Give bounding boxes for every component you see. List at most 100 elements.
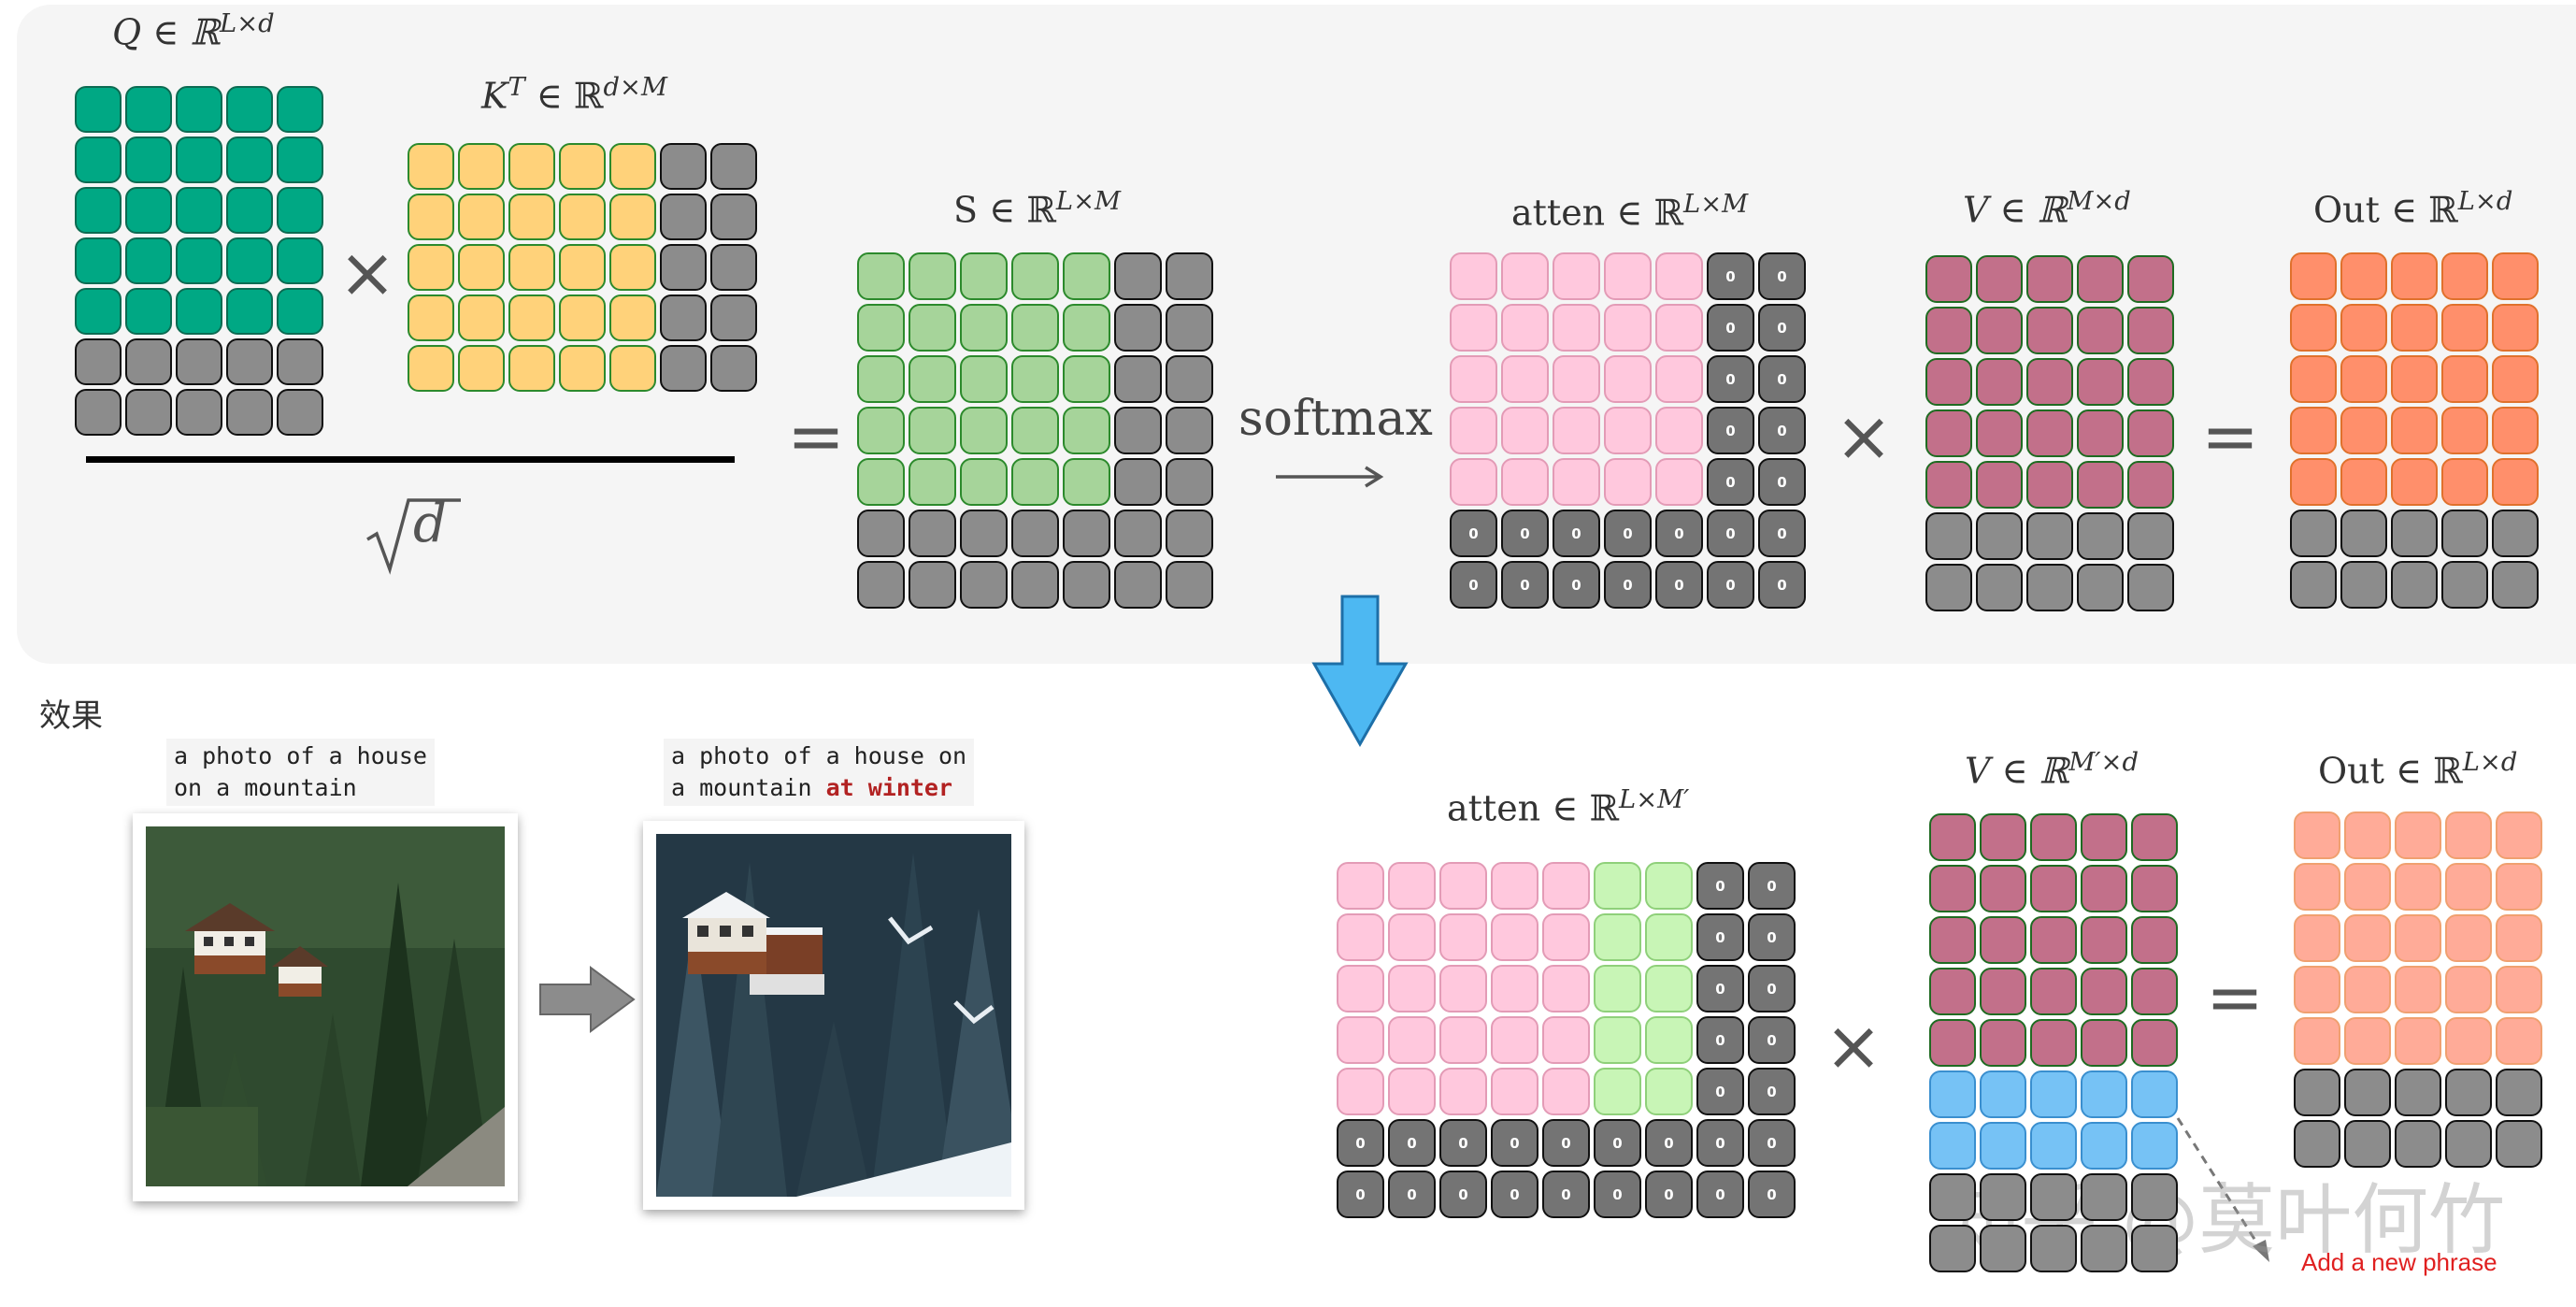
- matrix-cell: [1439, 862, 1487, 910]
- matrix-cell: [2026, 564, 2073, 611]
- matrix-cell: [1980, 1173, 2026, 1221]
- times-operator: ×: [1825, 1006, 1883, 1086]
- matrix-cell: [1114, 510, 1162, 557]
- matrix-cell: [176, 237, 222, 284]
- matrix-cell: [960, 355, 1008, 403]
- matrix-cell: [458, 143, 505, 190]
- matrix-cell: [1063, 252, 1110, 300]
- matrix-cell: [1542, 1016, 1590, 1064]
- matrix-cell: [1594, 913, 1641, 961]
- matrix-cell: 0: [1758, 458, 1806, 506]
- matrix-cell: [2344, 1120, 2391, 1168]
- matrix-cell: [2294, 863, 2340, 911]
- matrix-cell: [277, 338, 323, 385]
- matrix-cell: [2081, 968, 2127, 1015]
- matrix-cell: [2030, 1173, 2077, 1221]
- matrix-cell: [2077, 409, 2124, 457]
- matrix-cell: 0: [1758, 561, 1806, 609]
- matrix-cell: [1980, 1122, 2026, 1170]
- matrix-cell: [1011, 561, 1059, 609]
- matrix-cell: [226, 136, 273, 183]
- matrix-cell: [2395, 966, 2441, 1013]
- matrix-cell: [2445, 811, 2492, 859]
- matrix-cell: 0: [1450, 510, 1497, 557]
- matrix-cell: [710, 345, 757, 392]
- effect-title: 效果: [39, 697, 103, 735]
- q-label: Q ∈ ℝL×d: [112, 9, 275, 53]
- matrix-cell: [2290, 561, 2337, 609]
- matrix-cell: [2131, 916, 2178, 964]
- matrix-cell: [2395, 811, 2441, 859]
- v-label: V ∈ ℝM×d: [1963, 187, 2131, 231]
- matrix-cell: [408, 294, 454, 341]
- matrix-cell: [2081, 1019, 2127, 1067]
- matrix-cell: [559, 294, 606, 341]
- matrix-cell: 0: [1748, 1171, 1796, 1218]
- matrix-cell: [1501, 252, 1549, 300]
- matrix-cell: [1063, 561, 1110, 609]
- matrix-cell: 0: [1491, 1119, 1538, 1167]
- matrix-cell: [1655, 407, 1703, 454]
- matrix-cell: [2496, 914, 2542, 962]
- matrix-cell: [2131, 813, 2178, 861]
- matrix-cell: [960, 561, 1008, 609]
- matrix-cell: 0: [1604, 510, 1652, 557]
- matrix-cell: [2445, 863, 2492, 911]
- matrix-cell: [1114, 407, 1162, 454]
- matrix-cell: [1925, 255, 1972, 303]
- matrix-cell: [1655, 304, 1703, 352]
- matrix-cell: [1450, 458, 1497, 506]
- matrix-cell: [1980, 1225, 2026, 1272]
- matrix-cell: 0: [1337, 1171, 1384, 1218]
- matrix-cell: [2081, 865, 2127, 912]
- matrix-cell: [1337, 1068, 1384, 1115]
- matrix-cell: [2026, 512, 2073, 560]
- matrix-cell: [1655, 355, 1703, 403]
- matrix-cell: [1388, 1068, 1436, 1115]
- matrix-cell: [226, 237, 273, 284]
- matrix-cell: [2077, 307, 2124, 354]
- caption-after: a photo of a house on a mountain at wint…: [664, 739, 975, 806]
- matrix-cell: [1439, 1016, 1487, 1064]
- matrix-cell: [1011, 304, 1059, 352]
- caption-before: a photo of a house on a mountain: [166, 739, 435, 806]
- matrix-cell: [1976, 409, 2023, 457]
- matrix-cell: 0: [1439, 1119, 1487, 1167]
- matrix-cell: [1980, 865, 2026, 912]
- matrix-cell: [1450, 252, 1497, 300]
- matrix-cell: [176, 389, 222, 436]
- matrix-cell: [1553, 252, 1600, 300]
- matrix-cell: [1491, 965, 1538, 1013]
- matrix-cell: [2127, 307, 2174, 354]
- matrix-cell: [2445, 1120, 2492, 1168]
- matrix-cell: [2026, 358, 2073, 406]
- matrix-cell: 0: [1542, 1171, 1590, 1218]
- matrix-cell: [1011, 355, 1059, 403]
- matrix-cell: [2492, 510, 2539, 557]
- matrix-cell: [2391, 561, 2438, 609]
- matrix-cell: [1542, 913, 1590, 961]
- matrix-cell: 0: [1707, 304, 1754, 352]
- matrix-cell: [2395, 863, 2441, 911]
- matrix-cell: [2340, 407, 2387, 454]
- matrix-cell: [1925, 564, 1972, 611]
- matrix-cell: [909, 355, 956, 403]
- q-matrix: [75, 86, 323, 436]
- matrix-cell: 0: [1696, 1068, 1744, 1115]
- fraction-bar: [86, 456, 735, 463]
- matrix-cell: [1594, 862, 1641, 910]
- matrix-cell: 0: [1748, 1068, 1796, 1115]
- matrix-cell: [1980, 916, 2026, 964]
- matrix-cell: [1439, 965, 1487, 1013]
- matrix-cell: [1542, 862, 1590, 910]
- matrix-cell: [508, 194, 555, 240]
- matrix-cell: [2344, 914, 2391, 962]
- matrix-cell: [2294, 914, 2340, 962]
- out2-label: Out ∈ ℝL×d: [2318, 748, 2518, 792]
- matrix-cell: [1501, 407, 1549, 454]
- matrix-cell: [2441, 458, 2488, 506]
- matrix-cell: [660, 143, 707, 190]
- matrix-cell: [2496, 966, 2542, 1013]
- v-matrix: [1925, 255, 2174, 611]
- matrix-cell: [2441, 510, 2488, 557]
